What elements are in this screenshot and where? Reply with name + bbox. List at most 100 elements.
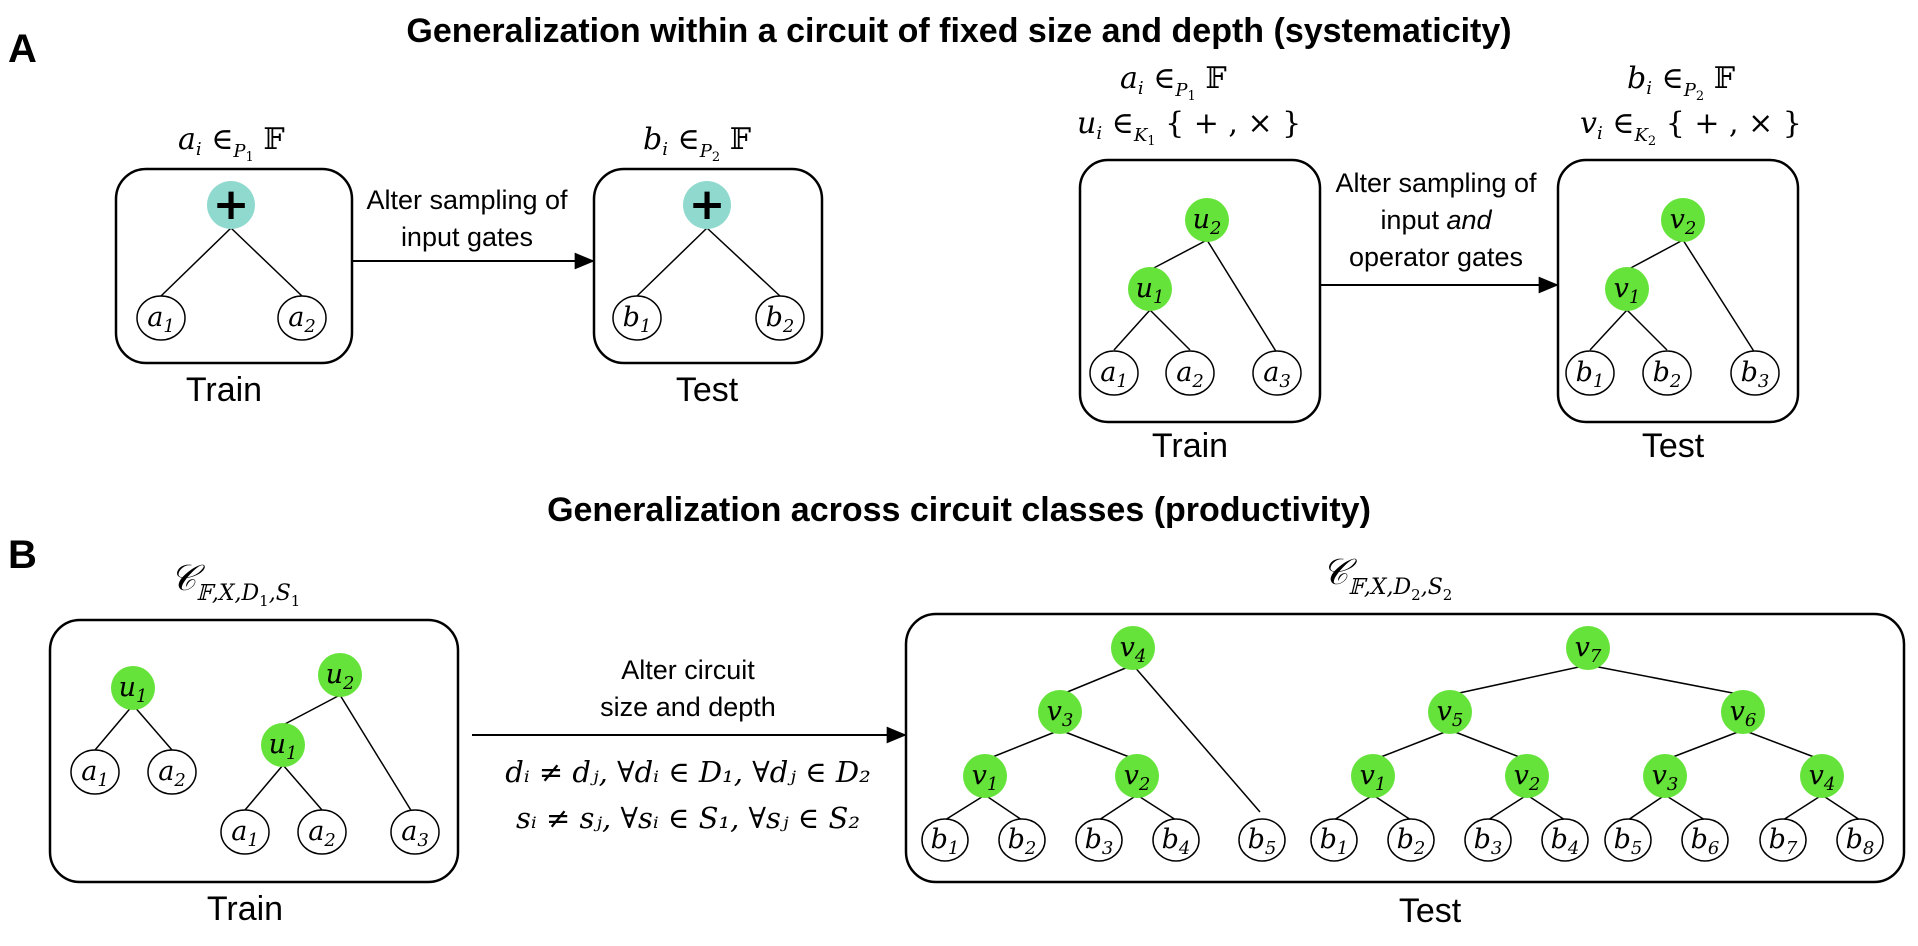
operator-node [1351,754,1395,798]
a-right-test-header: bi ∈P2 𝔽 vi ∈K2 { + , × } [1580,61,1802,149]
svg-text:b1: b1 [1576,357,1605,392]
operator-node [261,723,305,767]
b-test-box [904,612,1906,884]
svg-text:v1: v1 [972,760,999,795]
svg-text:a2: a2 [1176,357,1204,392]
svg-text:v5: v5 [1437,696,1464,731]
b-train-class-label: 𝒞𝔽,X,D1,S1 [170,558,300,610]
svg-text:v3: v3 [1652,760,1679,795]
svg-text:b5: b5 [1614,824,1643,859]
a-right-test-tree: v2 v1 b1 b2 b3 [1565,198,1780,396]
svg-text:u2: u2 [1193,204,1222,239]
svg-text:bi ∈P2 𝔽: bi ∈P2 𝔽 [643,122,751,165]
b-test-right-tree: v7 v5 v6 v1 v2 v3 v4 b1 b2 b3 b4 b5 b6 b… [1310,626,1884,862]
svg-text:ai ∈P1 𝔽: ai ∈P1 𝔽 [1120,61,1227,104]
a-right-test-box [1556,158,1800,424]
operator-node [1721,690,1765,734]
svg-text:b2: b2 [1653,357,1682,392]
panel-b-title: Generalization across circuit classes (p… [547,491,1371,529]
b-train-big-tree: u2 u1 a1 a2 a3 [220,653,440,855]
svg-text:b1: b1 [1320,824,1349,859]
plus-gate-symbol: + [213,179,250,230]
a-left-train-header: ai ∈P1 𝔽 [178,122,285,165]
operator-node [1128,267,1172,311]
svg-text:v2: v2 [1670,204,1697,239]
operator-node [1111,626,1155,670]
leaf-node [998,818,1046,862]
a-right-arrow-line1: Alter sampling of [1335,168,1537,198]
a-left-test-box [592,167,824,365]
a-right-train-tree: u2 u1 a1 a2 a3 [1089,198,1302,396]
a-right-arrow-line3: operator gates [1349,242,1523,272]
svg-text:b1: b1 [623,302,652,337]
a-left-test-label: Test [676,371,739,409]
a-left-train-box [114,167,354,365]
edge [706,227,781,297]
operator-node [1800,754,1844,798]
svg-text:bi ∈P2 𝔽: bi ∈P2 𝔽 [1627,61,1735,104]
svg-text:b2: b2 [1397,824,1426,859]
edge [230,227,303,297]
leaf-node: a2 [277,295,327,341]
leaf-node [70,749,120,795]
leaf-node [1238,818,1286,862]
svg-text:b3: b3 [1085,824,1114,859]
svg-text:a2: a2 [308,816,336,851]
a-left-train-label: Train [186,371,262,409]
leaf-node [1464,818,1512,862]
svg-text:a1: a1 [81,756,109,791]
operator-node [1185,198,1229,242]
svg-text:ui ∈K1 { + , × }: ui ∈K1 { + , × } [1077,106,1301,149]
plus-gate-symbol: + [689,179,726,230]
operator-node [1115,754,1159,798]
svg-text:b5: b5 [1248,824,1277,859]
leaf-node [147,749,197,795]
b-train-box [48,618,460,884]
b-arrow-line2: size and depth [600,692,776,722]
a-left-arrow-line2: input gates [401,222,533,252]
b-test-class-label: 𝒞𝔽,X,D2,S2 [1322,552,1452,604]
svg-text:v4: v4 [1809,760,1836,795]
a-left-arrow-line1: Alter sampling of [366,185,568,215]
a-left-test-header: bi ∈P2 𝔽 [643,122,751,165]
a-right-arrow-line2: input and [1380,205,1492,235]
svg-text:b3: b3 [1474,824,1503,859]
svg-text:vi ∈K2 { + , × }: vi ∈K2 { + , × } [1580,106,1802,149]
leaf-node [1252,350,1302,396]
svg-text:a2: a2 [158,756,186,791]
leaf-node [1565,350,1615,396]
plus-gate-node [683,181,731,229]
svg-text:v4: v4 [1120,632,1147,667]
leaf-node [1759,818,1807,862]
leaf-node [297,809,347,855]
plus-gate-node [207,181,255,229]
leaf-node [1387,818,1435,862]
svg-text:b1: b1 [931,824,960,859]
svg-text:v7: v7 [1575,632,1602,667]
panel-b-letter: B [8,533,37,577]
leaf-node [1642,350,1692,396]
svg-text:u2: u2 [326,659,355,694]
b-condition-d: dᵢ ≠ dⱼ, ∀dᵢ ∈ D₁, ∀dⱼ ∈ D₂ [505,755,870,789]
a-right-test-label: Test [1642,427,1705,465]
svg-text:ai ∈P1 𝔽: ai ∈P1 𝔽 [178,122,285,165]
b-test-label: Test [1399,892,1462,930]
svg-text:b4: b4 [1162,824,1191,859]
a-right-train-box [1078,158,1322,424]
b-train-small-tree: u1 a1 a2 [70,666,197,795]
panel-a-title: Generalization within a circuit of fixed… [406,12,1511,50]
svg-text:a1: a1 [1100,357,1128,392]
leaf-node [1075,818,1123,862]
operator-node [1505,754,1549,798]
leaf-node: a1 [136,295,186,341]
svg-text:u1: u1 [269,729,298,764]
svg-text:b2: b2 [1008,824,1037,859]
svg-text:v1: v1 [1360,760,1387,795]
leaf-node [1089,350,1139,396]
edge [160,227,232,297]
svg-text:b8: b8 [1846,824,1875,859]
leaf-node [1604,818,1652,862]
leaf-node [1836,818,1884,862]
operator-node [1661,198,1705,242]
